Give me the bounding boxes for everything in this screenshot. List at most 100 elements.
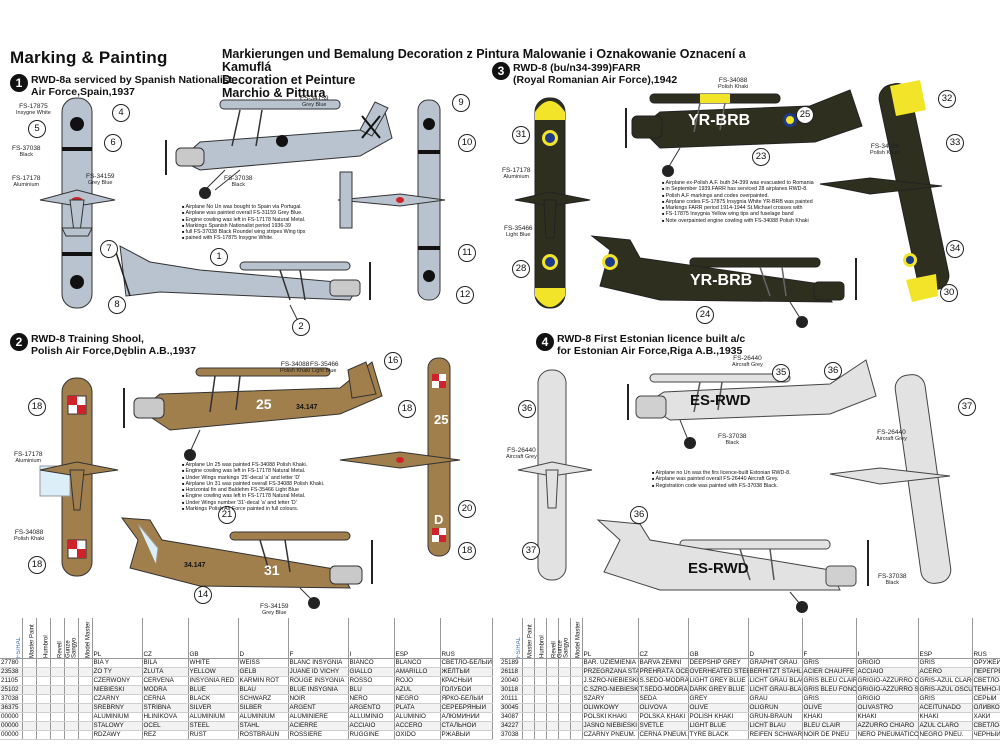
col-esp: ESP <box>918 618 973 659</box>
col-revell: Revell <box>50 618 64 658</box>
cell-empty <box>522 712 535 722</box>
cell-gb: GREY <box>688 694 749 704</box>
cell-esp: GRIS <box>918 694 973 704</box>
callout-number: 37 <box>522 542 540 560</box>
cell-fs: 34227 <box>500 721 523 731</box>
cell-empty <box>534 676 547 686</box>
cell-i: GIALLO <box>348 667 395 677</box>
cell-empty <box>522 685 535 695</box>
callout-number: 18 <box>28 398 46 416</box>
cell-f: ACIER CHAUFFE <box>802 667 857 677</box>
cell-i: GRIGIO <box>856 694 919 704</box>
cell-rus: СЕРЫЙ <box>972 694 1000 704</box>
cell-pl: C.SZRO-NIEBIESKI <box>582 685 639 695</box>
cell-cz: POLSKÁ KHAKI <box>638 712 689 722</box>
col-esp: ESP <box>394 618 441 659</box>
cell-gb: BLACK <box>188 694 239 704</box>
cell-pl: BIA Y <box>92 658 143 668</box>
section-title-line: RWD-8a serviced by Spanish Nationalist <box>31 74 233 86</box>
cell-cz: ŽLUTÁ <box>142 667 189 677</box>
cell-empty <box>570 712 583 722</box>
cell-pl: POLSKI KHAKI <box>582 712 639 722</box>
cell-d: GRAU <box>748 694 803 704</box>
cell-cz: STŘÍBNÁ <box>142 703 189 713</box>
cell-empty <box>534 694 547 704</box>
callout-number: 8 <box>108 296 126 314</box>
s4-top-wing-view <box>517 369 593 581</box>
cell-d: GRAPHIT GRAU <box>748 658 803 668</box>
section-badge: 1 <box>10 74 28 92</box>
s3-top-wing-view <box>514 97 591 309</box>
s3-front-view <box>819 80 950 302</box>
col-pl: PL <box>582 618 639 659</box>
cell-f: GRIS BLEU CLAIR <box>802 676 857 686</box>
cell-empty <box>570 685 583 695</box>
cell-fs: 00000 <box>0 730 23 740</box>
cell-f: GRIS <box>802 694 857 704</box>
cell-empty <box>36 703 51 713</box>
cell-empty <box>546 667 559 677</box>
col-pl: PL <box>92 618 143 659</box>
cell-empty <box>558 676 571 686</box>
cell-d: SILBER <box>238 703 289 713</box>
callout-number: 36 <box>518 400 536 418</box>
col-gunze: Gunze Sangyo <box>558 618 570 658</box>
callout-number: 11 <box>458 244 476 262</box>
cell-gb: WHITE <box>188 658 239 668</box>
cell-fs: 23538 <box>0 667 23 677</box>
cell-empty <box>78 658 93 668</box>
cell-rus: ПЕРЕГРЕТАЯ <box>972 667 1000 677</box>
cell-empty <box>558 712 571 722</box>
cell-rus: КРАСНЫЙ <box>440 676 493 686</box>
cell-i: ROSSO <box>348 676 395 686</box>
cell-empty <box>64 685 79 695</box>
cell-cz: BÍLÁ <box>142 658 189 668</box>
serial-lower: 34.147 <box>184 562 206 569</box>
cell-pl: OLIWKOWY <box>582 703 639 713</box>
callout-number: 1 <box>210 248 228 266</box>
section-title-line: (Royal Romanian Air Force),1942 <box>513 74 678 86</box>
cell-f: BLUE INSYGNIA <box>288 685 349 695</box>
callout-number: 33 <box>946 134 964 152</box>
cell-empty <box>534 667 547 677</box>
callout-number: 36 <box>630 506 648 524</box>
s2-side-view-upper <box>123 361 383 461</box>
cell-cz: T.ŠEDO-MODRÁ <box>638 685 689 695</box>
cell-f: KHAKI <box>802 712 857 722</box>
col-i: I <box>856 618 919 659</box>
cell-empty <box>64 694 79 704</box>
cell-empty <box>22 658 37 668</box>
cell-gb: BLUE <box>188 685 239 695</box>
s4-side-view-lower <box>596 519 869 613</box>
callout-number: 35 <box>772 364 790 382</box>
section-title-line: RWD-8 First Estonian licence built a/c <box>557 333 746 345</box>
col-rus: RUS <box>972 618 1000 659</box>
cell-gb: ALUMINIUM <box>188 712 239 722</box>
cell-esp: ACCERO <box>394 721 441 731</box>
cell-f: ROUGE INSYGNIA <box>288 676 349 686</box>
page-title: Marking & Painting <box>10 48 168 67</box>
cell-fs: 21105 <box>0 676 23 686</box>
section-title-line: RWD-8 (bu/n34-399)FARR <box>513 62 641 74</box>
table-header-row: FS/RAL Master Paint Humbrol Revell Gunze… <box>500 618 1000 659</box>
cell-empty <box>22 667 37 677</box>
callout-number: 32 <box>938 90 956 108</box>
cell-empty <box>22 685 37 695</box>
cell-d: ROSTBRAUN <box>238 730 289 740</box>
cell-rus: ЖЁЛТЫЙ <box>440 667 493 677</box>
code-31-side: 31 <box>264 562 280 578</box>
paint-table-left: FS/RAL Master Paint Humbrol Revell Gunze… <box>0 618 493 740</box>
section-badge: 3 <box>492 62 510 80</box>
cell-empty <box>534 721 547 731</box>
cell-empty <box>64 703 79 713</box>
cell-i: OLIVASTRO <box>856 703 919 713</box>
cell-esp: ROJO <box>394 676 441 686</box>
cell-rus: СЕРЕБРЯНЫЙ <box>440 703 493 713</box>
